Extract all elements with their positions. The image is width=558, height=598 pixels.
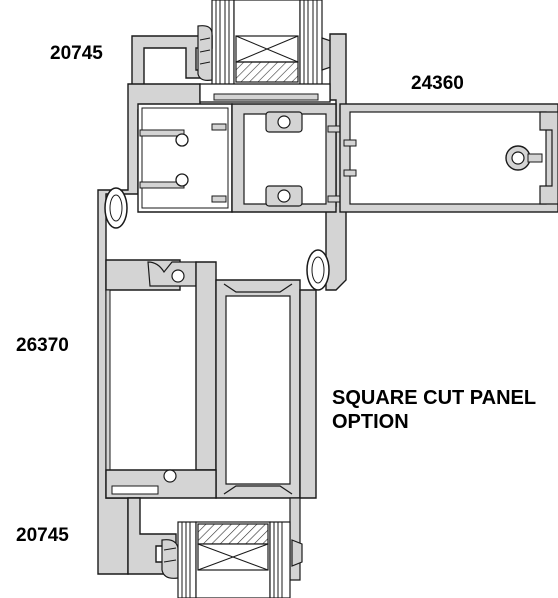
left-seal-gasket <box>104 187 128 229</box>
label-top-glazing-bead: 20745 <box>50 43 103 64</box>
label-square-cut-panel-option: SQUARE CUT PANEL OPTION <box>332 387 537 433</box>
top-frame-profile <box>97 33 347 575</box>
sash-profile <box>105 259 317 499</box>
bottom-glazing-bead <box>127 497 303 581</box>
top-glazing-unit <box>211 0 323 89</box>
bottom-glazing-unit <box>177 521 291 598</box>
mullion-profile <box>339 103 558 213</box>
label-bottom-glazing-bead: 20745 <box>16 525 69 546</box>
right-seal-gasket <box>306 249 330 291</box>
top-glazing-bead <box>131 25 213 87</box>
label-sash: 26370 <box>16 335 69 356</box>
label-mullion: 24360 <box>411 73 464 94</box>
